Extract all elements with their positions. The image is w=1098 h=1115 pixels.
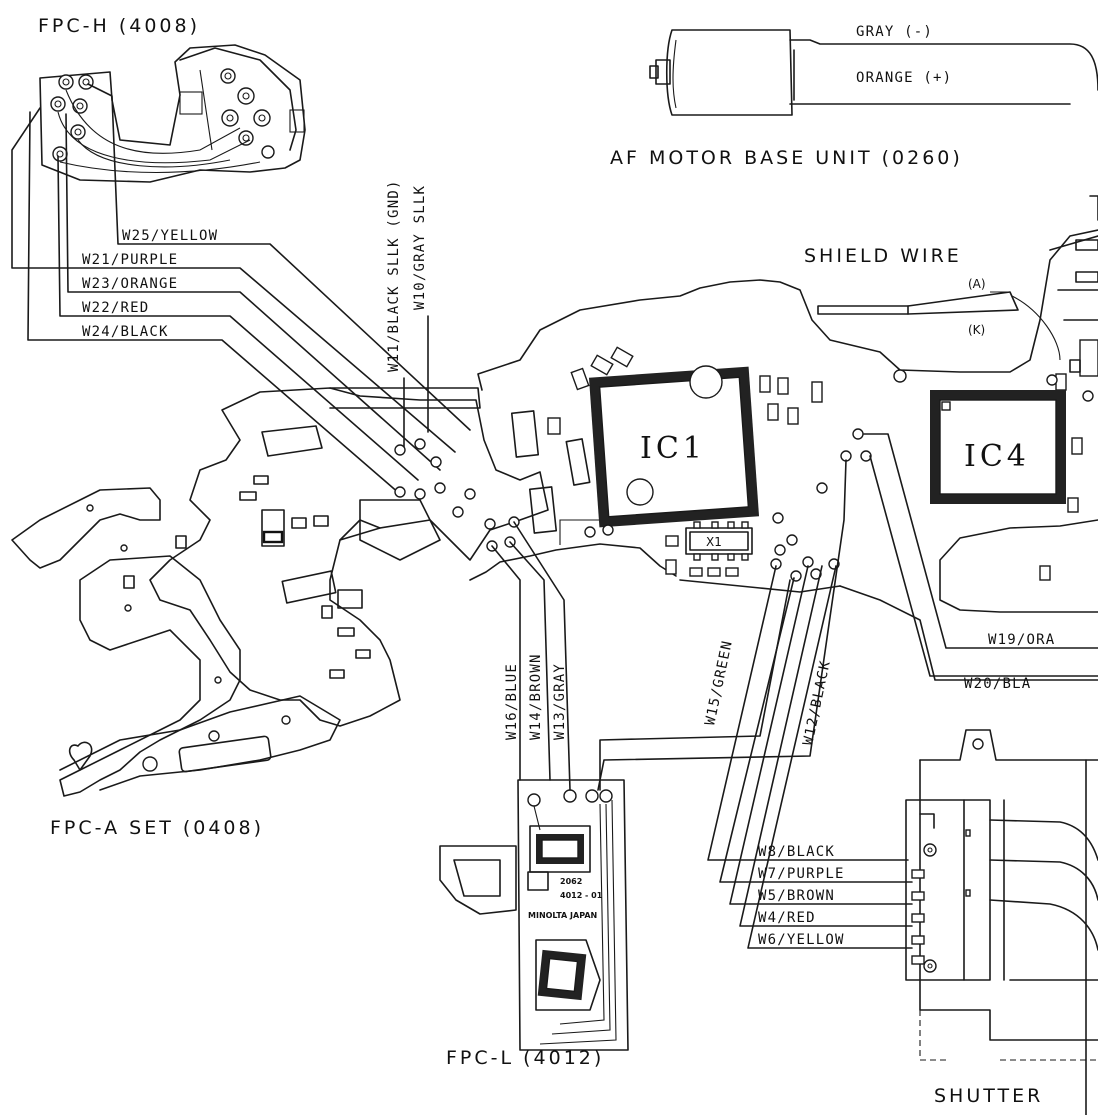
w16-label: W16/BLUE <box>504 663 520 740</box>
solder-pads-center <box>394 438 520 552</box>
cathode-label: (K) <box>968 323 985 337</box>
shield-wire <box>817 291 1061 361</box>
fpc-l-part-no: 2062 <box>560 877 582 886</box>
w12-label: W12/BLACK <box>800 659 834 747</box>
w22-label: W22/RED <box>82 300 149 316</box>
gray-minus-label: GRAY (-) <box>856 24 933 40</box>
x1-crystal <box>685 521 753 561</box>
shutter-unit <box>905 729 1098 1115</box>
w4-label: W4/RED <box>758 910 816 926</box>
fpc-h-leaders <box>11 83 471 495</box>
w6-label: W6/YELLOW <box>758 932 845 948</box>
fpc-h-label: FPC-H (4008) <box>38 15 200 37</box>
w8-label: W8/BLACK <box>758 844 835 860</box>
ic1-pads <box>584 428 872 582</box>
main-board <box>469 229 1098 681</box>
anode-label: (A) <box>968 277 986 291</box>
fpc-l-label: FPC-L (4012) <box>446 1047 604 1069</box>
fpc-a-board <box>149 387 549 727</box>
x1-label: X1 <box>706 535 722 549</box>
w19-label: W19/ORA <box>988 632 1055 648</box>
w10-label: W10/GRAY SLLK <box>412 185 428 310</box>
w15-label: W15/GREEN <box>702 639 736 727</box>
orange-plus-label: ORANGE (+) <box>856 70 952 86</box>
w5-label: W5/BROWN <box>758 888 835 904</box>
ic1-label: IC1 <box>640 431 706 466</box>
ic4-chip <box>930 390 1066 504</box>
w23-label: W23/ORANGE <box>82 276 178 292</box>
shield-wire-label: SHIELD WIRE <box>804 245 962 267</box>
fpc-a-tail <box>11 487 341 797</box>
smd-components <box>510 195 1098 581</box>
w13-label: W13/GRAY <box>552 663 568 740</box>
w7-label: W7/PURPLE <box>758 866 845 882</box>
ic1-chip <box>588 365 760 528</box>
ic4-label: IC4 <box>964 439 1030 474</box>
fpc-l-maker: MINOLTA JAPAN <box>528 911 597 920</box>
fpc-a-label: FPC-A SET (0408) <box>50 817 264 839</box>
w21-label: W21/PURPLE <box>82 252 178 268</box>
fpc-l-board <box>439 779 629 1051</box>
w20-label: W20/BLA <box>964 676 1031 692</box>
w24-label: W24/BLACK <box>82 324 169 340</box>
fpc-h-board <box>39 44 306 183</box>
w11-label: W11/BLACK SLLK (GND) <box>386 179 402 372</box>
shutter-label: SHUTTER <box>934 1085 1043 1107</box>
fpc-l-part-code: 4012 - 01 <box>560 891 603 900</box>
af-motor-label: AF MOTOR BASE UNIT (0260) <box>610 147 963 169</box>
af-motor <box>649 29 1098 116</box>
w25-label: W25/YELLOW <box>122 228 218 244</box>
w14-label: W14/BROWN <box>528 653 544 740</box>
